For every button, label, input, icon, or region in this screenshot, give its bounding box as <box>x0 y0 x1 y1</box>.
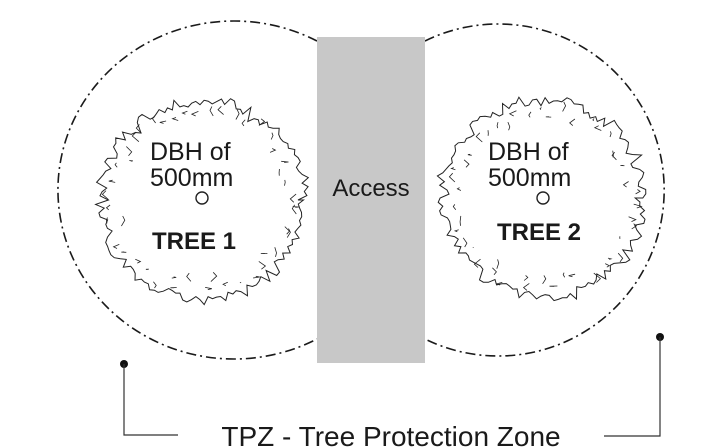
tree-1-label: TREE 1 <box>152 228 236 255</box>
leader-line-right <box>604 337 661 437</box>
canopy-outline-tree-1 <box>94 98 310 306</box>
tpz-circle-tree-1 <box>57 20 318 360</box>
tree-2-trunk-marker <box>536 191 550 205</box>
tree-2-label: TREE 2 <box>497 219 581 246</box>
leader-line-left <box>123 364 178 436</box>
canopy-inner-scribble-tree-2 <box>448 101 643 291</box>
tree-2-dbh-line-2: 500mm <box>488 164 571 192</box>
access-strip <box>317 37 425 363</box>
tree-1-dbh-line-2: 500mm <box>150 164 233 192</box>
tpz-circle-tree-2 <box>424 23 665 357</box>
access-label: Access <box>332 175 409 202</box>
canopy-inner-scribble-tree-1 <box>101 106 299 290</box>
tpz-caption: TPZ - Tree Protection Zone <box>221 421 560 448</box>
canopy-outline-tree-2 <box>436 96 647 302</box>
tree-2-dbh-line-1: DBH of <box>488 138 569 166</box>
tree-1-dbh-line-1: DBH of <box>150 138 231 166</box>
tree-1-trunk-marker <box>195 191 209 205</box>
